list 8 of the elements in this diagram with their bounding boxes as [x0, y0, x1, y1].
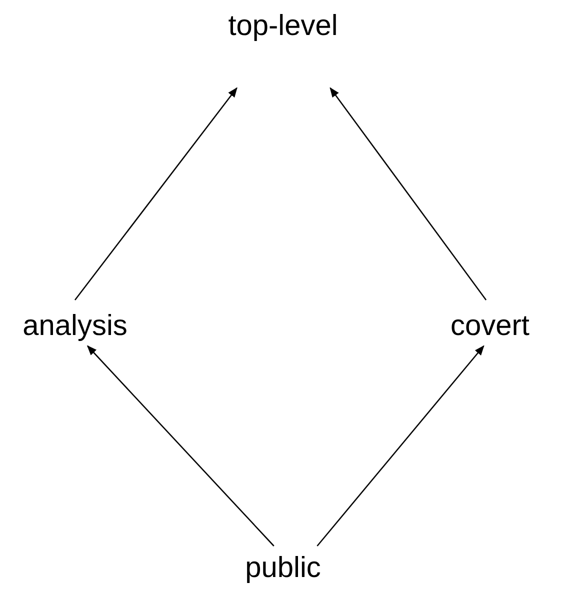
arrow	[86, 345, 274, 546]
node-label: public	[245, 546, 321, 586]
node-label: covert	[450, 300, 530, 346]
arrow	[316, 345, 484, 546]
arrow	[330, 87, 487, 300]
node-label: top-level	[228, 8, 338, 88]
arrow	[74, 87, 238, 300]
node-label: analysis	[22, 300, 128, 346]
